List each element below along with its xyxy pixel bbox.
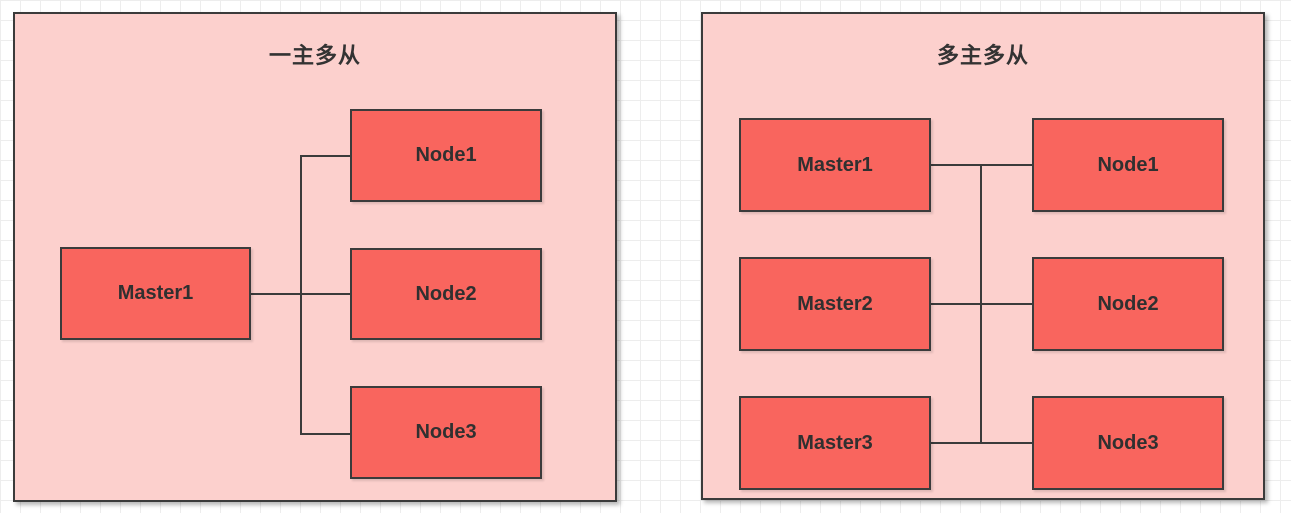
shape-node3[interactable]: Node3	[350, 386, 542, 479]
shape-master2[interactable]: Master2	[739, 257, 931, 351]
shape-label: Node3	[1097, 431, 1159, 454]
shape-label: Node3	[415, 421, 477, 443]
shape-label: Node1	[415, 144, 477, 166]
shape-node1[interactable]: Node1	[1032, 118, 1224, 212]
panel-multi-master[interactable]: 多主多从 Master1 Master2 Master3 Node1 Node2…	[701, 12, 1265, 500]
shape-node3[interactable]: Node3	[1032, 396, 1224, 490]
shape-node2[interactable]: Node2	[350, 248, 542, 340]
edge-vertical-bus[interactable]	[980, 164, 982, 444]
shape-label: Node2	[415, 282, 477, 305]
shape-node1[interactable]: Node1	[350, 109, 542, 202]
shape-label: Node2	[1097, 292, 1159, 315]
shape-label: Master1	[797, 153, 873, 176]
shape-node2[interactable]: Node2	[1032, 257, 1224, 351]
panel-title: 一主多从	[268, 43, 361, 68]
panel-title: 多主多从	[936, 43, 1029, 68]
shape-master1[interactable]: Master1	[60, 247, 251, 340]
edge-branch-to-node1[interactable]	[301, 155, 350, 157]
shape-label: Master1	[117, 282, 194, 304]
shape-label: Master3	[797, 431, 873, 454]
shape-label: Node1	[1097, 153, 1159, 176]
shape-master1[interactable]: Master1	[739, 118, 931, 212]
shape-master3[interactable]: Master3	[739, 396, 931, 490]
panel-single-master[interactable]: 一主多从 Master1 Node1 Node2 Node3	[13, 12, 617, 502]
shape-label: Master2	[797, 292, 873, 315]
edge-branch-to-node3[interactable]	[301, 433, 350, 435]
edge-vertical-branch[interactable]	[300, 155, 302, 435]
